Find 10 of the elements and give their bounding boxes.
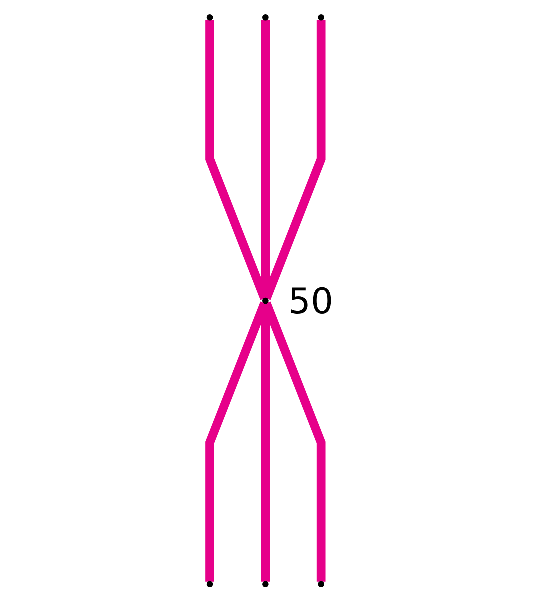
connector [262, 20, 326, 300]
value-label: 50 [288, 282, 334, 323]
connector [262, 302, 326, 582]
node-circle [262, 581, 269, 588]
node-circle [262, 298, 269, 304]
node-circle [318, 581, 324, 588]
node-circle [206, 14, 214, 21]
node-circle [318, 14, 324, 21]
node-circle [262, 14, 269, 21]
node-circle [206, 581, 214, 588]
